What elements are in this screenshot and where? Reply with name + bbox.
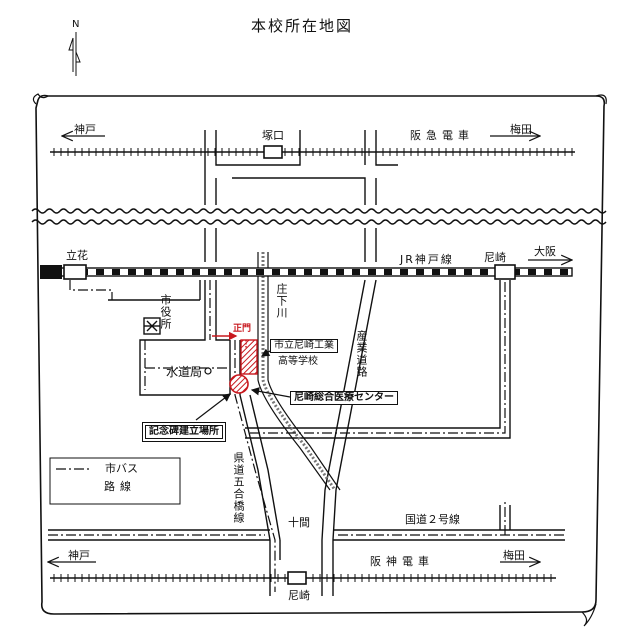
- school-label-line2: 高等学校: [278, 356, 318, 367]
- hospital-label: 尼崎総合医療センター: [294, 392, 394, 403]
- place-label-city-hall: 市役所: [159, 294, 172, 330]
- road-label-route2: 国道２号線: [405, 513, 460, 526]
- bus-route: [48, 280, 565, 592]
- map-cut-line: [31, 208, 607, 225]
- road-label-shoge-river: 庄下川: [275, 283, 288, 319]
- place-label-main-gate: 正門: [233, 324, 252, 334]
- tsukaguchi-station-icon: [263, 145, 283, 159]
- map-frame: [32, 93, 607, 627]
- southern-roads: [48, 228, 565, 596]
- direction-label-kobe-top: 神戸: [74, 123, 96, 136]
- direction-label-osaka: 大阪: [534, 245, 556, 258]
- hankyu-railway: [50, 148, 575, 156]
- direction-label-umeda-top: 梅田: [510, 123, 532, 136]
- waterworks-icon: [204, 367, 212, 375]
- compass-label: N: [72, 19, 80, 30]
- main-gate-arrow: [212, 331, 247, 348]
- school-site-icon: [240, 339, 258, 375]
- railway-label-jr: JR神戸線: [400, 253, 454, 266]
- school-label-line1: 市立尼崎工業: [274, 340, 334, 351]
- amagasaki-hanshin-station-icon: [287, 571, 307, 585]
- legend-label-line1: 市バス: [105, 462, 138, 475]
- monument-label-box: 記念碑建立場所: [142, 422, 226, 442]
- map-title: 本校所在地図: [251, 17, 354, 35]
- station-label-amagasaki-hanshin: 尼崎: [288, 589, 310, 602]
- shoge-river: [257, 252, 341, 491]
- school-label-box: 市立尼崎工業: [270, 339, 338, 353]
- jr-railway: [45, 267, 573, 277]
- station-label-amagasaki-jr: 尼崎: [484, 251, 506, 264]
- place-label-waterworks: 水道局: [166, 365, 203, 379]
- legend-box: [49, 457, 181, 505]
- legend-label-line2: 路線: [104, 480, 136, 493]
- station-label-tachibana: 立花: [66, 249, 88, 262]
- city-hall-icon: [143, 317, 161, 335]
- tachibana-station-icon: [40, 264, 87, 280]
- railway-label-hankyu: 阪急電車: [410, 129, 474, 142]
- road-label-jikken: 十間: [288, 516, 310, 529]
- monument-label: 記念碑建立場所: [149, 426, 219, 437]
- compass-icon: [68, 32, 81, 76]
- station-label-tsukaguchi: 塚口: [262, 129, 284, 142]
- railway-label-hanshin: 阪神電車: [370, 555, 434, 568]
- road-label-kendo: 県道五合橋線: [232, 452, 245, 524]
- amagasaki-jr-station-icon: [494, 264, 516, 280]
- northern-roads: [204, 130, 398, 205]
- monument-site-icon: [229, 374, 249, 394]
- road-label-sangyo: 産業道路: [355, 330, 368, 378]
- hospital-label-box: 尼崎総合医療センター: [290, 391, 398, 405]
- direction-label-kobe-bottom: 神戸: [68, 549, 90, 562]
- direction-label-umeda-bottom: 梅田: [503, 549, 525, 562]
